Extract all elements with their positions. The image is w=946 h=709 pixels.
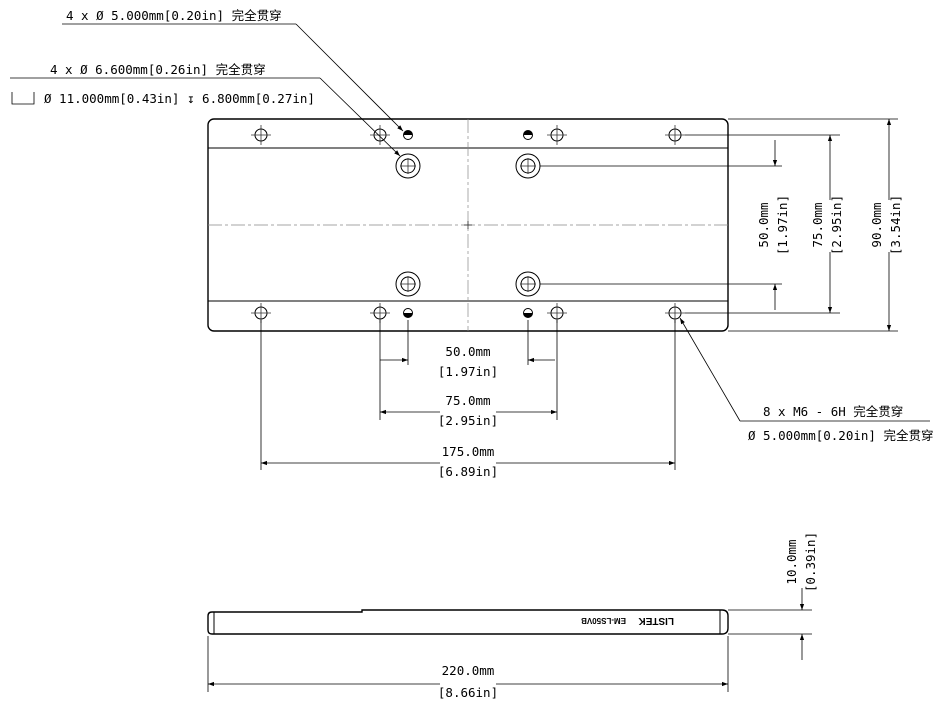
dimension-175mm-horizontal: 175.0mm [6.89in] xyxy=(260,320,676,479)
dim-175-mm: 175.0mm xyxy=(442,444,495,459)
extension-lines-vertical xyxy=(540,118,898,332)
side-view: LISTEK EM-LS50VB xyxy=(207,609,729,635)
thread-hole xyxy=(251,303,271,323)
dim-75-mm: 75.0mm xyxy=(445,393,490,408)
dim-thickness-in: [0.39in] xyxy=(803,532,818,592)
thread-hole xyxy=(251,125,271,145)
dimension-90mm-vertical: 90.0mm [3.54in] xyxy=(869,119,903,331)
dim-75-in: [2.95in] xyxy=(438,413,498,428)
pin-hole xyxy=(403,308,413,318)
callout-hole-a-text: 4 x Ø 5.000mm[0.20in] 完全贯穿 xyxy=(66,8,282,23)
dim-v90-in: [3.54in] xyxy=(888,195,903,255)
thread-hole xyxy=(370,125,390,145)
dimension-75mm-vertical: 75.0mm [2.95in] xyxy=(810,135,844,313)
top-view xyxy=(207,118,729,332)
counterbore-hole xyxy=(395,153,421,179)
thread-hole xyxy=(665,303,685,323)
side-profile xyxy=(207,609,729,635)
center-mark xyxy=(464,221,472,229)
dim-length-mm: 220.0mm xyxy=(442,663,495,678)
dimension-75mm-horizontal: 75.0mm [2.95in] xyxy=(380,393,557,428)
dim-50-mm: 50.0mm xyxy=(445,344,490,359)
thread-hole xyxy=(547,125,567,145)
dimension-50mm-horizontal: 50.0mm [1.97in] xyxy=(379,320,558,420)
callout-counterbore-text: Ø 11.000mm[0.43in] ↧ 6.800mm[0.27in] xyxy=(44,91,315,106)
dim-length-in: [8.66in] xyxy=(438,685,498,700)
dimension-10mm-vertical: 10.0mm [0.39in] xyxy=(728,532,818,660)
pin-hole xyxy=(523,308,533,318)
dim-thickness-mm: 10.0mm xyxy=(784,539,799,584)
dim-v50-mm: 50.0mm xyxy=(756,202,771,247)
dim-v75-in: [2.95in] xyxy=(829,195,844,255)
pin-hole xyxy=(403,130,413,140)
dimension-220mm-horizontal: 220.0mm [8.66in] xyxy=(207,636,729,700)
dimension-50mm-vertical: 50.0mm [1.97in] xyxy=(756,140,790,310)
dim-v90-mm: 90.0mm xyxy=(869,202,884,247)
model-text: EM-LS50VB xyxy=(581,616,626,625)
callout-counterbore: Ø 11.000mm[0.43in] ↧ 6.800mm[0.27in] xyxy=(11,91,315,106)
callout-hole-a: 4 x Ø 5.000mm[0.20in] 完全贯穿 xyxy=(62,8,404,132)
thread-hole xyxy=(370,303,390,323)
thread-hole xyxy=(547,303,567,323)
dim-50-in: [1.97in] xyxy=(438,364,498,379)
callout-hole-b-text: 4 x Ø 6.600mm[0.26in] 完全贯穿 xyxy=(50,62,266,77)
dim-v50-in: [1.97in] xyxy=(775,195,790,255)
pin-hole xyxy=(523,130,533,140)
counterbore-symbol xyxy=(11,92,35,105)
counterbore-hole xyxy=(515,271,541,297)
callout-thread-line2: Ø 5.000mm[0.20in] 完全贯穿 xyxy=(748,428,933,443)
dim-175-in: [6.89in] xyxy=(438,464,498,479)
callout-thread-line1: 8 x M6 - 6H 完全贯穿 xyxy=(763,404,903,419)
callout-hole-b: 4 x Ø 6.600mm[0.26in] 完全贯穿 xyxy=(10,62,401,157)
counterbore-hole xyxy=(515,153,541,179)
thread-hole xyxy=(665,125,685,145)
dim-v75-mm: 75.0mm xyxy=(810,202,825,247)
brand-text: LISTEK xyxy=(638,615,674,626)
callout-thread: 8 x M6 - 6H 完全贯穿 Ø 5.000mm[0.20in] 完全贯穿 xyxy=(679,317,933,443)
counterbore-hole xyxy=(395,271,421,297)
side-engraving: LISTEK EM-LS50VB xyxy=(581,615,674,626)
